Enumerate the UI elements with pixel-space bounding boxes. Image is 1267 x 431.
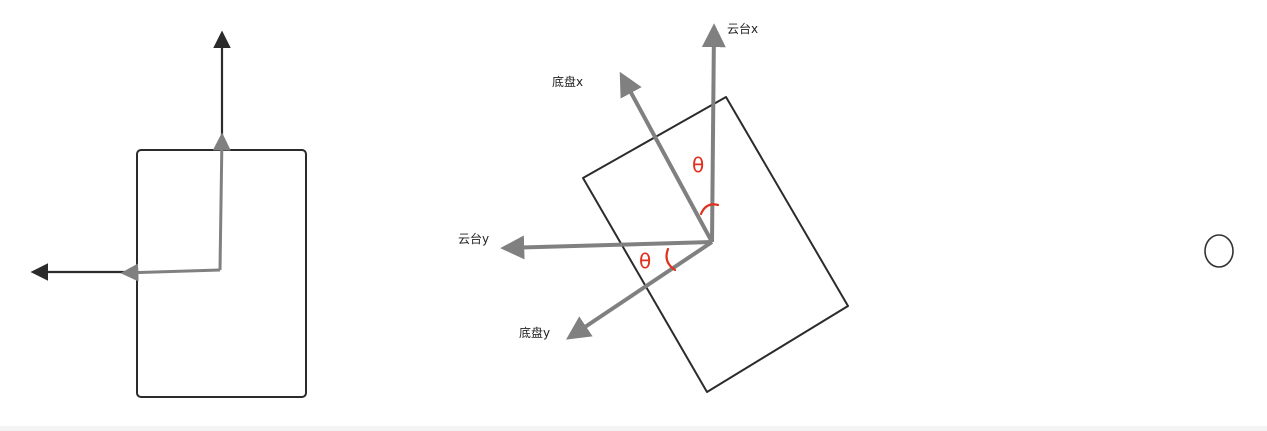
theta-upper-label: θ: [692, 153, 704, 177]
gimbal-x-label: 云台x: [727, 21, 758, 36]
gimbal-y-arrow: [500, 235, 713, 260]
right-diagram: 云台x 底盘x 云台y 底盘y θ θ: [458, 21, 849, 393]
lower-angle-arc: [665, 247, 677, 272]
circle-icon[interactable]: [1204, 234, 1234, 268]
chassis-x-label: 底盘x: [552, 74, 583, 89]
gimbal-y-label: 云台y: [458, 231, 489, 246]
right-chassis-rect: [582, 96, 849, 393]
left-diagram: [30, 30, 307, 398]
theta-lower-label: θ: [639, 249, 651, 273]
left-vertical-inner-arrow: [212, 132, 231, 271]
chassis-y-arrow: [566, 240, 714, 340]
bottom-strip: [0, 426, 1267, 431]
upper-angle-arc: [699, 203, 720, 216]
chassis-x-arrow: [619, 71, 714, 243]
chassis-y-label: 底盘y: [519, 325, 550, 340]
gimbal-x-arrow: [701, 23, 726, 243]
left-horizontal-inner-arrow: [120, 263, 221, 282]
